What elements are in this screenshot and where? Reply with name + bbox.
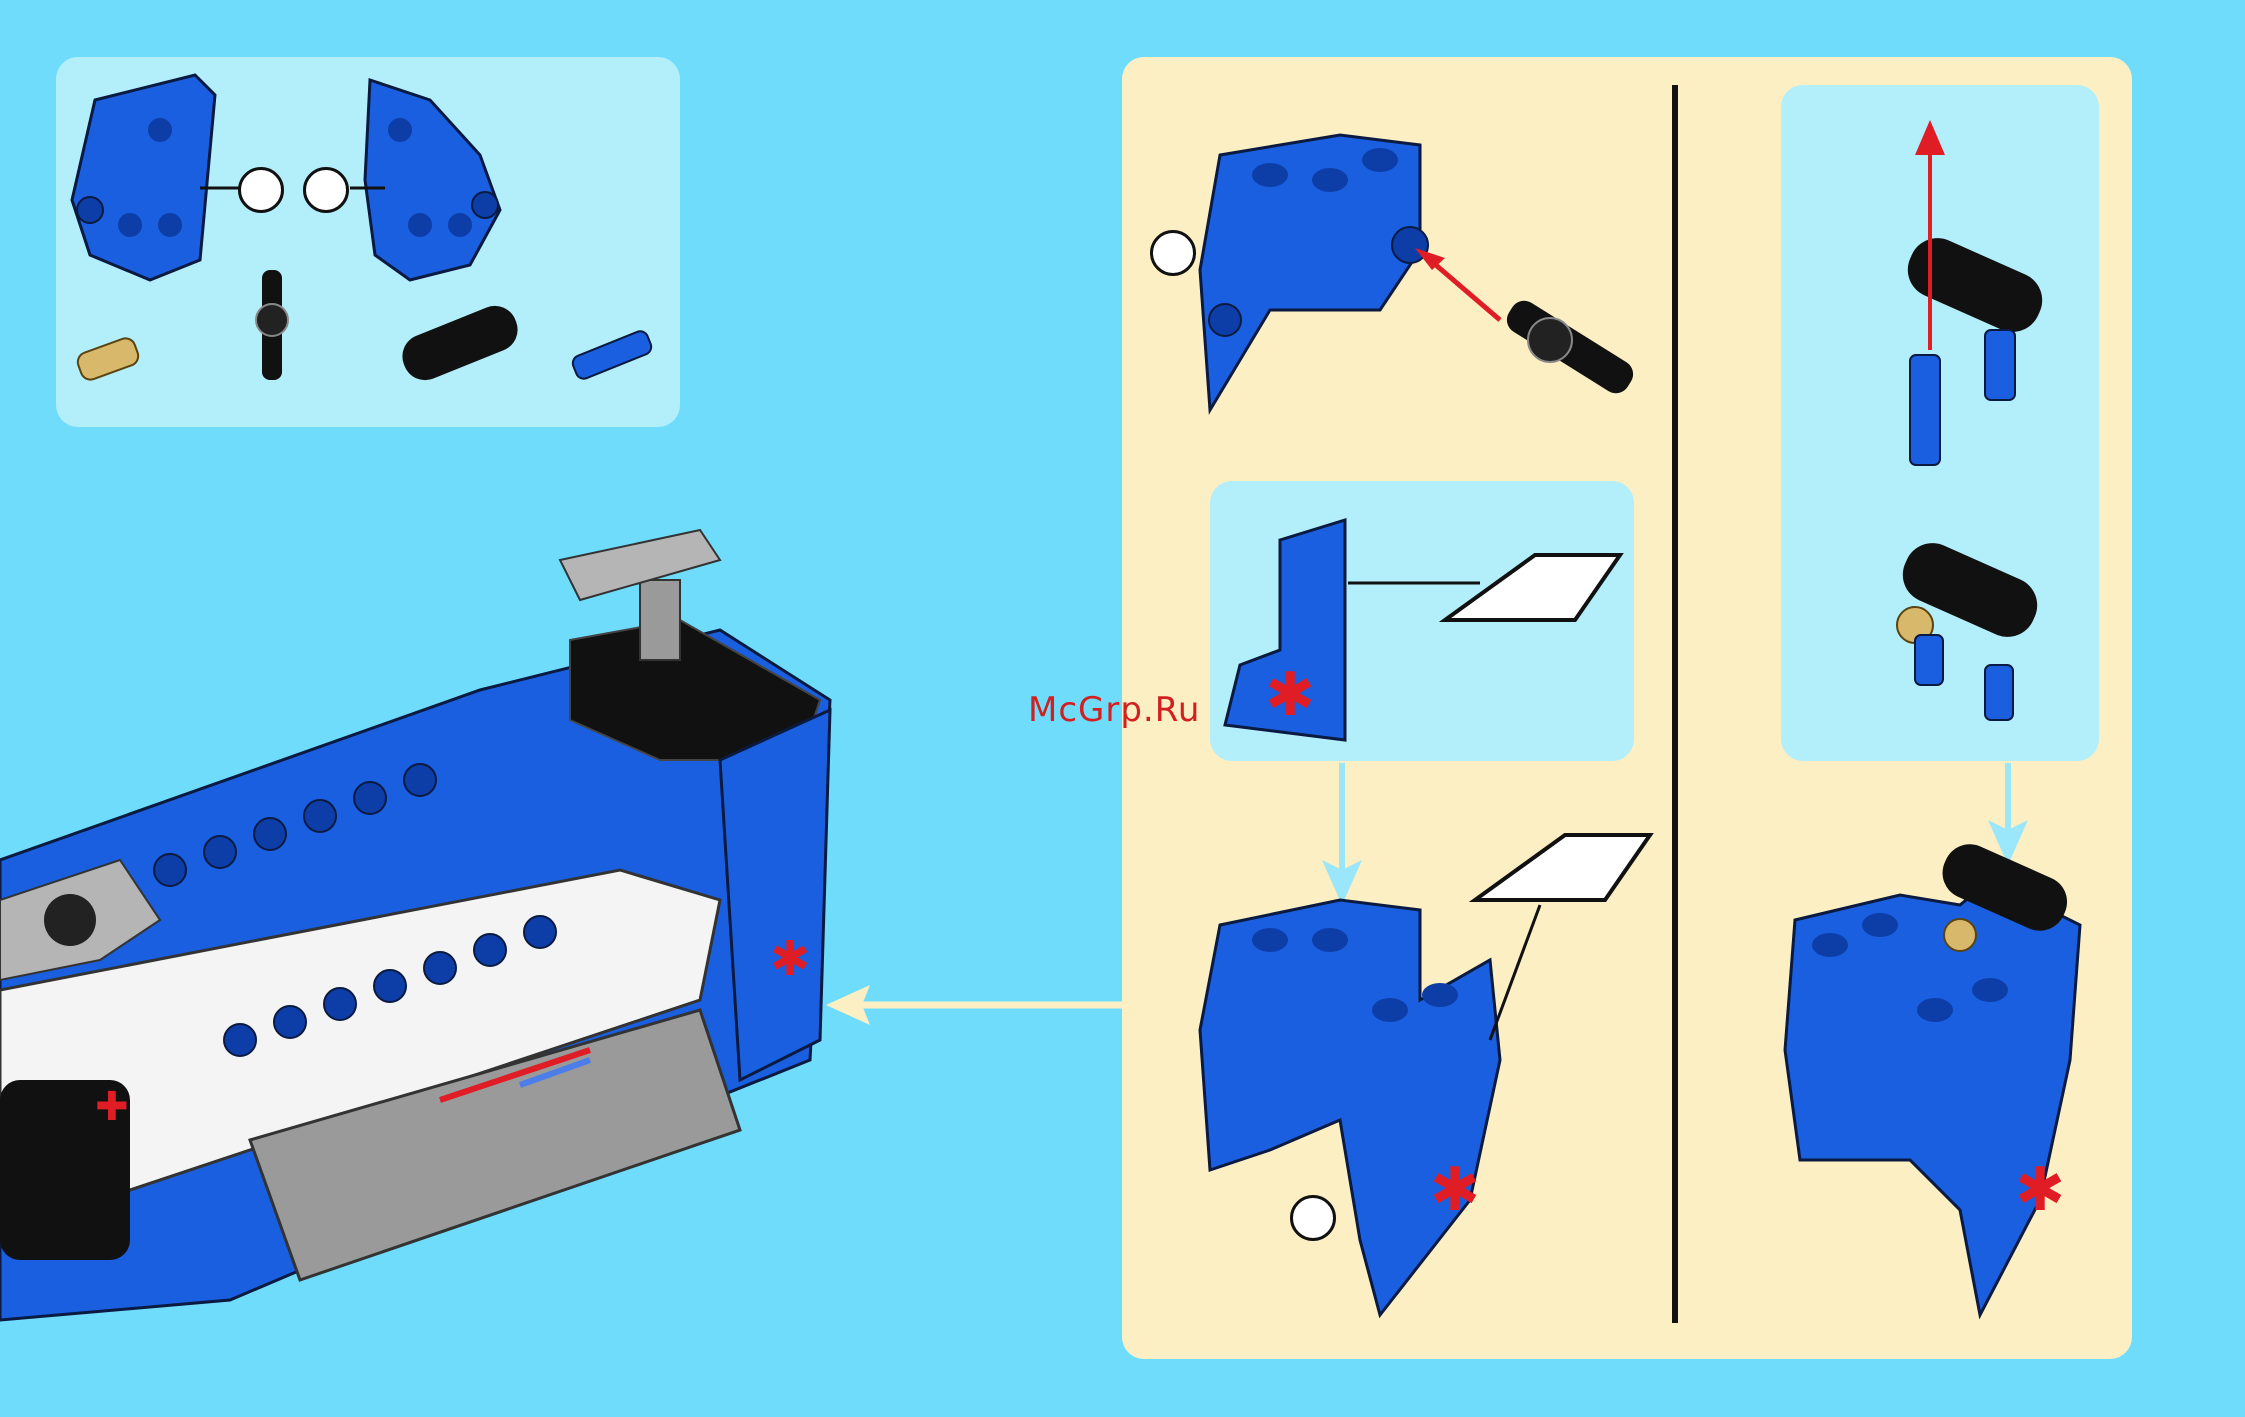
sticker-sign: ✱ — [1225, 520, 1620, 740]
svg-text:✚: ✚ — [95, 1084, 129, 1130]
main-model: ✱ ✚ — [0, 530, 830, 1320]
blue-panel-left — [72, 75, 215, 280]
watermark-text: McGrp.Ru — [1028, 690, 1200, 730]
tan-axle-pin — [75, 336, 141, 383]
arrow-red-icon — [1415, 248, 1500, 320]
svg-text:✱: ✱ — [770, 931, 810, 987]
svg-text:✱: ✱ — [1265, 660, 1315, 730]
black-axle-connector — [256, 270, 288, 380]
step-housing-with-pin — [1200, 135, 1638, 410]
arrow-left-icon — [826, 985, 1126, 1025]
arrow-red-up-icon — [1915, 120, 1945, 350]
svg-text:✱: ✱ — [1430, 1155, 1480, 1225]
svg-text:✱: ✱ — [2015, 1155, 2065, 1225]
step-housing-assembled: ✱ — [1200, 835, 1650, 1315]
sub-beam-with-pins — [1899, 120, 2051, 465]
arrow-down-icon — [1988, 763, 2028, 865]
arrow-down-icon — [1322, 763, 1362, 905]
part-count-circle — [238, 167, 284, 213]
step-marker-circle — [1290, 1195, 1336, 1241]
black-beam — [396, 299, 524, 387]
sub-beam-assembled — [1894, 534, 2046, 720]
part-count-circle — [303, 167, 349, 213]
black-axle-connector-pin — [1502, 295, 1639, 398]
step-marker-circle — [1150, 230, 1196, 276]
final-housing: ✱ — [1785, 836, 2080, 1315]
blue-panel-right — [365, 80, 500, 280]
blue-axle-pin — [570, 329, 653, 381]
